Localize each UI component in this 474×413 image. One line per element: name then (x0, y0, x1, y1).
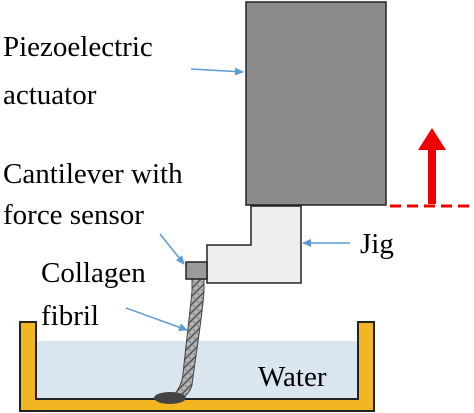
cantilever-pointer-arrow (159, 233, 185, 265)
actuator-pointer-arrow (190, 67, 244, 76)
jig-label: Jig (360, 228, 394, 260)
actuator-label-line1: Piezoelectric (3, 31, 153, 63)
jig (206, 205, 302, 284)
piezoelectric-actuator (245, 1, 387, 206)
actuator-label-line2: actuator (3, 79, 97, 111)
fibril-anchor (154, 392, 186, 404)
fibril-label-line2: fibril (41, 300, 99, 332)
cantilever-label-line2: force sensor (3, 199, 144, 231)
water-label: Water (258, 361, 327, 393)
water-container (19, 321, 375, 412)
fibril-label-line1: Collagen (41, 257, 146, 289)
cantilever-label-line1: Cantilever with (3, 158, 183, 190)
cantilever-force-sensor (185, 261, 208, 280)
fibril-pointer-arrow (125, 307, 188, 332)
up-arrow-icon (418, 128, 446, 204)
